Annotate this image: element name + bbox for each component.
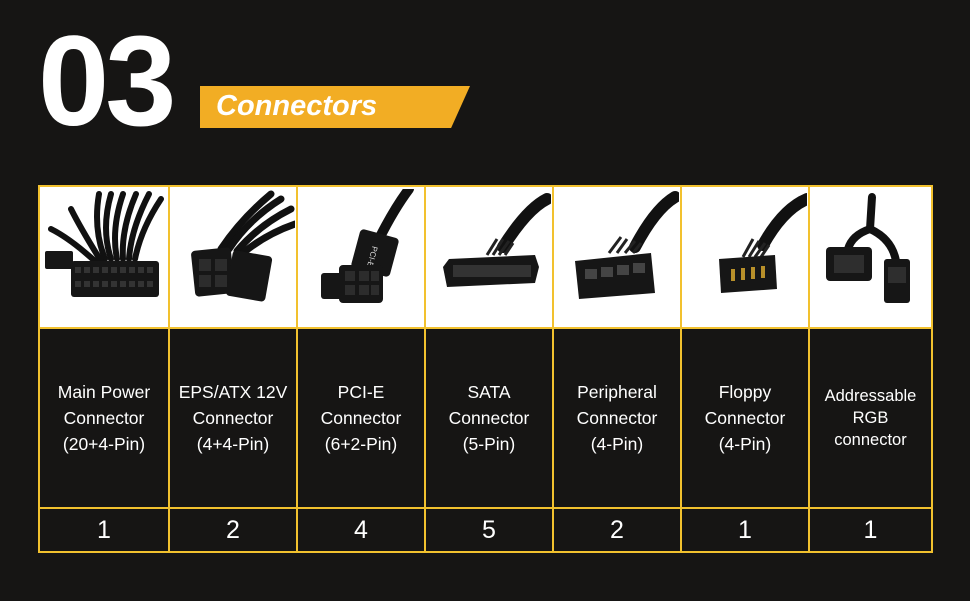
section-number: 03 (38, 10, 176, 153)
connector-name: SATA Connector (5-Pin) (426, 329, 554, 507)
connector-name: Main Power Connector (20+4-Pin) (40, 329, 170, 507)
connector-count: 2 (554, 509, 682, 551)
pcie-connector-photo: PCI-E (298, 187, 426, 327)
connector-name: EPS/ATX 12V Connector (4+4-Pin) (170, 329, 298, 507)
connector-name: Floppy Connector (4-Pin) (682, 329, 810, 507)
connector-count: 4 (298, 509, 426, 551)
connector-name: PCI-E Connector (6+2-Pin) (298, 329, 426, 507)
section-title: Connectors (216, 90, 378, 122)
connector-images-row: PCI-E (40, 187, 931, 327)
connector-name: Addressable RGB connector (824, 387, 917, 449)
argb-connector-photo (810, 187, 931, 327)
connector-name: Peripheral Connector (4-Pin) (554, 329, 682, 507)
connector-count: 1 (863, 515, 878, 544)
connector-count: 1 (682, 509, 810, 551)
peripheral-connector-photo (554, 187, 682, 327)
main-power-connector-photo (40, 187, 170, 327)
connector-count: 2 (170, 509, 298, 551)
title-banner: Connectors (200, 86, 470, 128)
connector-count: 1 (40, 509, 170, 551)
eps-atx-connector-photo (170, 187, 298, 327)
floppy-connector-photo (682, 187, 810, 327)
connector-counts-row: 1 2 4 5 2 1 1 (40, 507, 931, 551)
connector-table: PCI-E (38, 185, 933, 553)
connector-names-row: Main Power Connector (20+4-Pin) EPS/ATX … (40, 327, 931, 507)
connector-count: 5 (426, 509, 554, 551)
sata-connector-photo (426, 187, 554, 327)
